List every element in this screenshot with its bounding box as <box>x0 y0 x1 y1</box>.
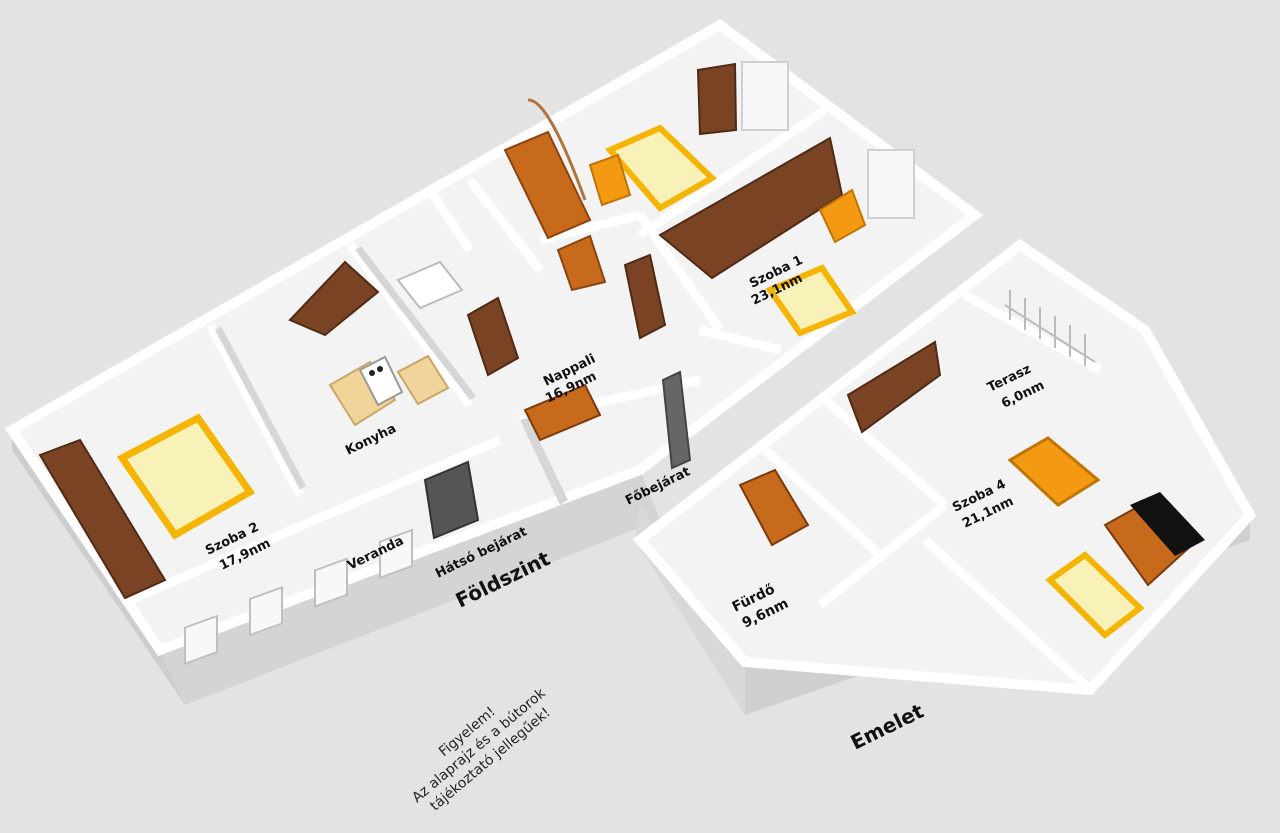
szoba1-bookshelf <box>658 136 844 280</box>
notice-line2: Az alaprajz és a bútorok <box>409 685 549 806</box>
ground-floor <box>4 19 984 705</box>
szoba4-monitor <box>1130 492 1205 556</box>
back-bedroom-bed <box>605 124 717 212</box>
upper-floor <box>632 238 1257 715</box>
szoba1-armchair <box>818 188 867 244</box>
szoba4-bookcase <box>846 340 942 434</box>
szoba4-sofa <box>1007 436 1101 507</box>
rear-entrance-door[interactable] <box>423 460 480 540</box>
front-windows <box>184 528 413 666</box>
terrace-railing <box>1004 290 1096 366</box>
label-upper-floor: Emelet <box>847 699 928 755</box>
stove-burner-icon <box>369 370 375 376</box>
back-bedroom-armchair <box>588 153 632 207</box>
ground-floor-wall-front <box>160 470 660 705</box>
stair-railing <box>527 98 587 201</box>
szoba1-bed <box>765 264 857 337</box>
kitchen-stove <box>358 355 404 407</box>
szoba4-bed <box>1045 551 1145 639</box>
disclaimer-notice: Figyelem! Az alaprajz és a bútorok tájék… <box>409 685 554 815</box>
szoba2-bed <box>116 413 256 540</box>
nappali-bookcase-left <box>466 296 520 377</box>
nappali-bookcase-right <box>623 253 667 340</box>
side-window <box>867 149 915 219</box>
kitchen-sink <box>396 354 450 406</box>
szoba2-wardrobe <box>38 438 167 600</box>
stove-burner-icon <box>377 366 383 372</box>
back-window <box>741 61 789 131</box>
ground-floor-wall-shading <box>215 246 568 505</box>
staircase-lower <box>556 234 607 292</box>
back-bedroom-cabinet <box>696 62 738 136</box>
ground-bathtub <box>396 260 464 310</box>
staircase <box>503 130 592 240</box>
hall-cabinet <box>288 260 380 337</box>
upper-floor-interior-walls <box>756 291 1103 694</box>
main-entrance-door[interactable] <box>661 370 692 470</box>
dining-table <box>523 383 602 442</box>
furdo-cabinet <box>738 468 810 547</box>
